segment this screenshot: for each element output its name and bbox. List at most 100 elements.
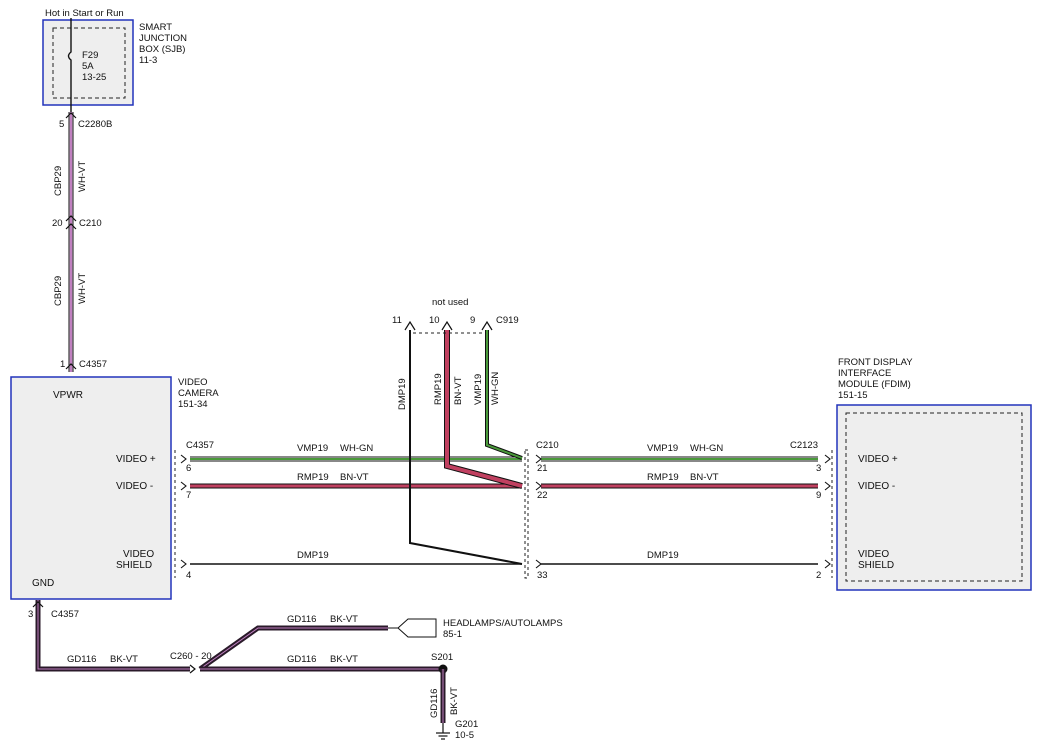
- wire-dmp19-vertical-label: DMP19: [397, 378, 408, 410]
- c210-top-pin: 20: [52, 218, 63, 229]
- wire-gd116-label-top: GD116: [287, 614, 316, 625]
- camera-video-minus: VIDEO -: [116, 481, 153, 492]
- ground-icon: [436, 723, 450, 740]
- c210-pin-33: 33: [537, 570, 548, 581]
- wire-bk-vt-label-mid: BK-VT: [330, 654, 358, 665]
- c919-pin-9: 9: [470, 315, 475, 326]
- fdim-module: FRONT DISPLAY INTERFACE MODULE (FDIM) 15…: [836, 357, 1032, 591]
- hot-in-label: Hot in Start or Run: [45, 8, 124, 19]
- wire-cbp29-label-1: CBP29: [53, 166, 64, 196]
- wire-gd116-left-stripe: [37, 600, 190, 670]
- wire-wh-gn-vertical-label: WH-GN: [490, 372, 501, 405]
- fdim-pin-3: 3: [816, 463, 821, 474]
- c210-top-name: C210: [79, 218, 102, 229]
- c2280b-connector-icon: [65, 112, 77, 119]
- c919-name: C919: [496, 315, 519, 326]
- wire-wh-vt-label-2: WH-VT: [77, 273, 88, 304]
- c919-pin-10: 10: [429, 315, 440, 326]
- c260-connector-icon: [189, 664, 196, 674]
- fdim-title-line4: 151-15: [838, 390, 868, 401]
- wire-bk-vt-vertical-label: BK-VT: [449, 687, 460, 715]
- wire-rmp19-label-left: RMP19: [297, 472, 329, 483]
- wire-dmp19-label-left: DMP19: [297, 550, 329, 561]
- headlamps-ref: 85-1: [443, 629, 462, 640]
- wire-bk-vt-label-left: BK-VT: [110, 654, 138, 665]
- camera-gnd: GND: [32, 578, 54, 589]
- c919-not-used: not used: [432, 297, 468, 308]
- camera-title-line2: CAMERA: [178, 388, 219, 399]
- c919-connector: 11 10 9 C919 not used: [392, 297, 519, 334]
- c919-pin-11: 11: [392, 315, 402, 326]
- fuse-ref: 13-25: [82, 72, 106, 83]
- wire-dmp19-label-right: DMP19: [647, 550, 679, 561]
- fdim-title-line1: FRONT DISPLAY: [838, 357, 913, 368]
- wire-cbp29: [68, 112, 74, 372]
- c4357-top-connector-icon: [65, 363, 77, 370]
- camera-pin-6: 6: [186, 463, 191, 474]
- c2123-name: C2123: [790, 440, 818, 451]
- wire-rmp19-label-right: RMP19: [647, 472, 679, 483]
- fdim-shield-line1: VIDEO: [858, 549, 889, 560]
- wire-bn-vt-label-right: BN-VT: [690, 472, 719, 483]
- fdim-title-line2: INTERFACE: [838, 368, 891, 379]
- c2280b-name: C2280B: [78, 119, 112, 130]
- fuse-rating: 5A: [82, 61, 94, 72]
- fdim-video-minus: VIDEO -: [858, 481, 895, 492]
- g201-ref: 10-5: [455, 730, 474, 741]
- c4357-gnd-name: C4357: [51, 609, 79, 620]
- c260-name: C260 - 20: [170, 651, 212, 662]
- c4357-top-name: C4357: [79, 359, 107, 370]
- g201-name: G201: [455, 719, 478, 730]
- camera-vpwr: VPWR: [53, 390, 83, 401]
- c210-mid-name: C210: [536, 440, 559, 451]
- c210-top-connector-icon: [65, 215, 77, 230]
- smart-junction-box: Hot in Start or Run SMART JUNCTION BOX (…: [42, 8, 187, 112]
- wire-wh-gn-label-right: WH-GN: [690, 443, 723, 454]
- wire-vmp19-label-left: VMP19: [297, 443, 328, 454]
- c4357-gnd-connector-icon: [32, 601, 44, 608]
- connector-chevrons: [180, 454, 831, 569]
- c2280b-pin: 5: [59, 119, 64, 130]
- camera-pin-7: 7: [186, 490, 191, 501]
- c210-pin-21: 21: [537, 463, 548, 474]
- headlamps-tag-icon: [388, 618, 437, 638]
- camera-shield-line1: VIDEO: [123, 549, 154, 560]
- sjb-title-line2: JUNCTION: [139, 33, 187, 44]
- s201-name: S201: [431, 652, 453, 663]
- wire-gd116-label-mid: GD116: [287, 654, 316, 665]
- c4357-gnd-pin: 3: [28, 609, 33, 620]
- wire-wh-vt-label-1: WH-VT: [77, 161, 88, 192]
- wire-gd116-vertical-label: GD116: [429, 689, 440, 718]
- fuse-name: F29: [82, 50, 98, 61]
- c210-mid-connector-outline: [524, 449, 529, 579]
- video-camera-module: VPWR VIDEO + VIDEO - VIDEO SHIELD GND VI…: [10, 376, 219, 600]
- wire-vmp19-video-plus: [190, 456, 818, 462]
- wire-vmp19-vertical-label: VMP19: [473, 374, 484, 405]
- fdim-video-plus: VIDEO +: [858, 454, 898, 465]
- camera-shield-line2: SHIELD: [116, 560, 152, 571]
- c210-pin-22: 22: [537, 490, 548, 501]
- sjb-title-line3: BOX (SJB): [139, 44, 185, 55]
- fdim-pin-2: 2: [816, 570, 821, 581]
- c4357-top-pin: 1: [60, 359, 65, 370]
- camera-title-line1: VIDEO: [178, 377, 208, 388]
- fdim-shield-line2: SHIELD: [858, 560, 894, 571]
- wire-gd116-headlamps-stripe: [199, 627, 388, 670]
- wire-rmp19-vertical-label: RMP19: [433, 373, 444, 405]
- wire-vmp19-label-right: VMP19: [647, 443, 678, 454]
- headlamps-label: HEADLAMPS/AUTOLAMPS: [443, 618, 563, 629]
- wire-bn-vt-vertical-label: BN-VT: [453, 376, 464, 405]
- wire-bn-vt-label-left: BN-VT: [340, 472, 369, 483]
- fdim-title-line3: MODULE (FDIM): [838, 379, 911, 390]
- wire-branch-c919: [409, 330, 523, 565]
- wire-wh-gn-label-left: WH-GN: [340, 443, 373, 454]
- c4357-side-name: C4357: [186, 440, 214, 451]
- wire-cbp29-label-2: CBP29: [53, 276, 64, 306]
- camera-pin-4: 4: [186, 570, 191, 581]
- sjb-title-line1: SMART: [139, 22, 172, 33]
- sjb-title-line4: 11-3: [139, 55, 157, 66]
- fdim-pin-9: 9: [816, 490, 821, 501]
- fuse-icon: [67, 18, 72, 112]
- camera-video-plus: VIDEO +: [116, 454, 156, 465]
